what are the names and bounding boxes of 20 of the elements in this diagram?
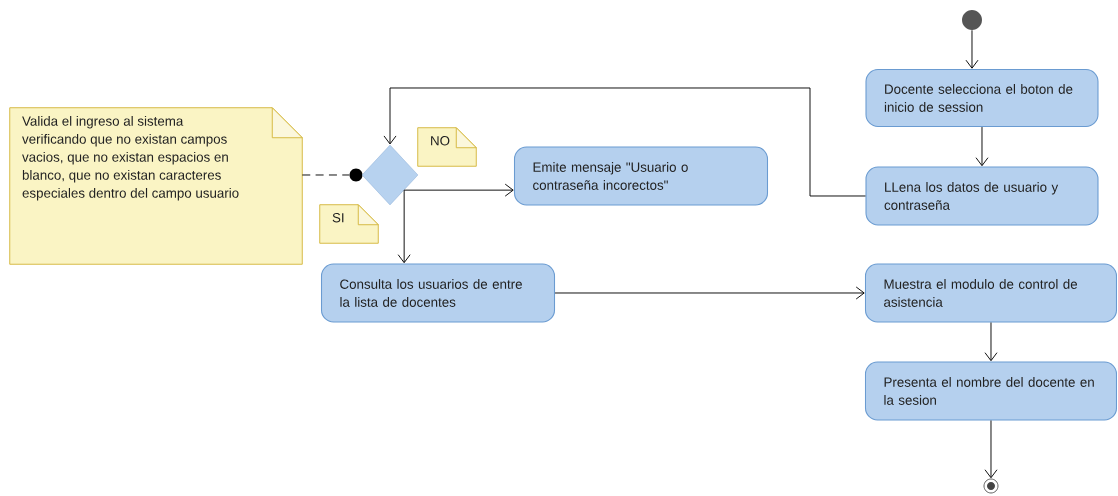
arrow xyxy=(403,183,514,197)
arrow xyxy=(984,322,998,362)
arrow xyxy=(975,126,989,167)
start-node xyxy=(962,10,982,30)
action-box: Emite mensaje "Usuario o contraseña incorectos" xyxy=(513,146,769,206)
note-box: SI xyxy=(319,204,379,244)
action-box: Docente selecciona el boton de inicio de session xyxy=(865,68,1099,128)
arrow xyxy=(554,286,865,300)
decision-diamond xyxy=(361,144,419,206)
arrow xyxy=(984,420,998,479)
note-box: NO xyxy=(417,127,477,167)
end-node xyxy=(983,478,999,494)
action-box: LLena los datos de usuario y contraseña xyxy=(865,166,1099,226)
arrow xyxy=(965,29,979,69)
action-box: Consulta los usuarios de entre la lista de docentes xyxy=(320,263,556,323)
action-box: Presenta el nombre del docente en la sesion xyxy=(864,361,1118,421)
arrow xyxy=(383,87,866,197)
note-box: Valida el ingreso al sistema verificando que no existan campos vacios, que no existan espacios en blanco, que no existan caracteres especiales dentro del campo usuario xyxy=(9,107,303,265)
arrow xyxy=(397,189,411,264)
action-box: Muestra el modulo de control de asistencia xyxy=(864,263,1118,323)
